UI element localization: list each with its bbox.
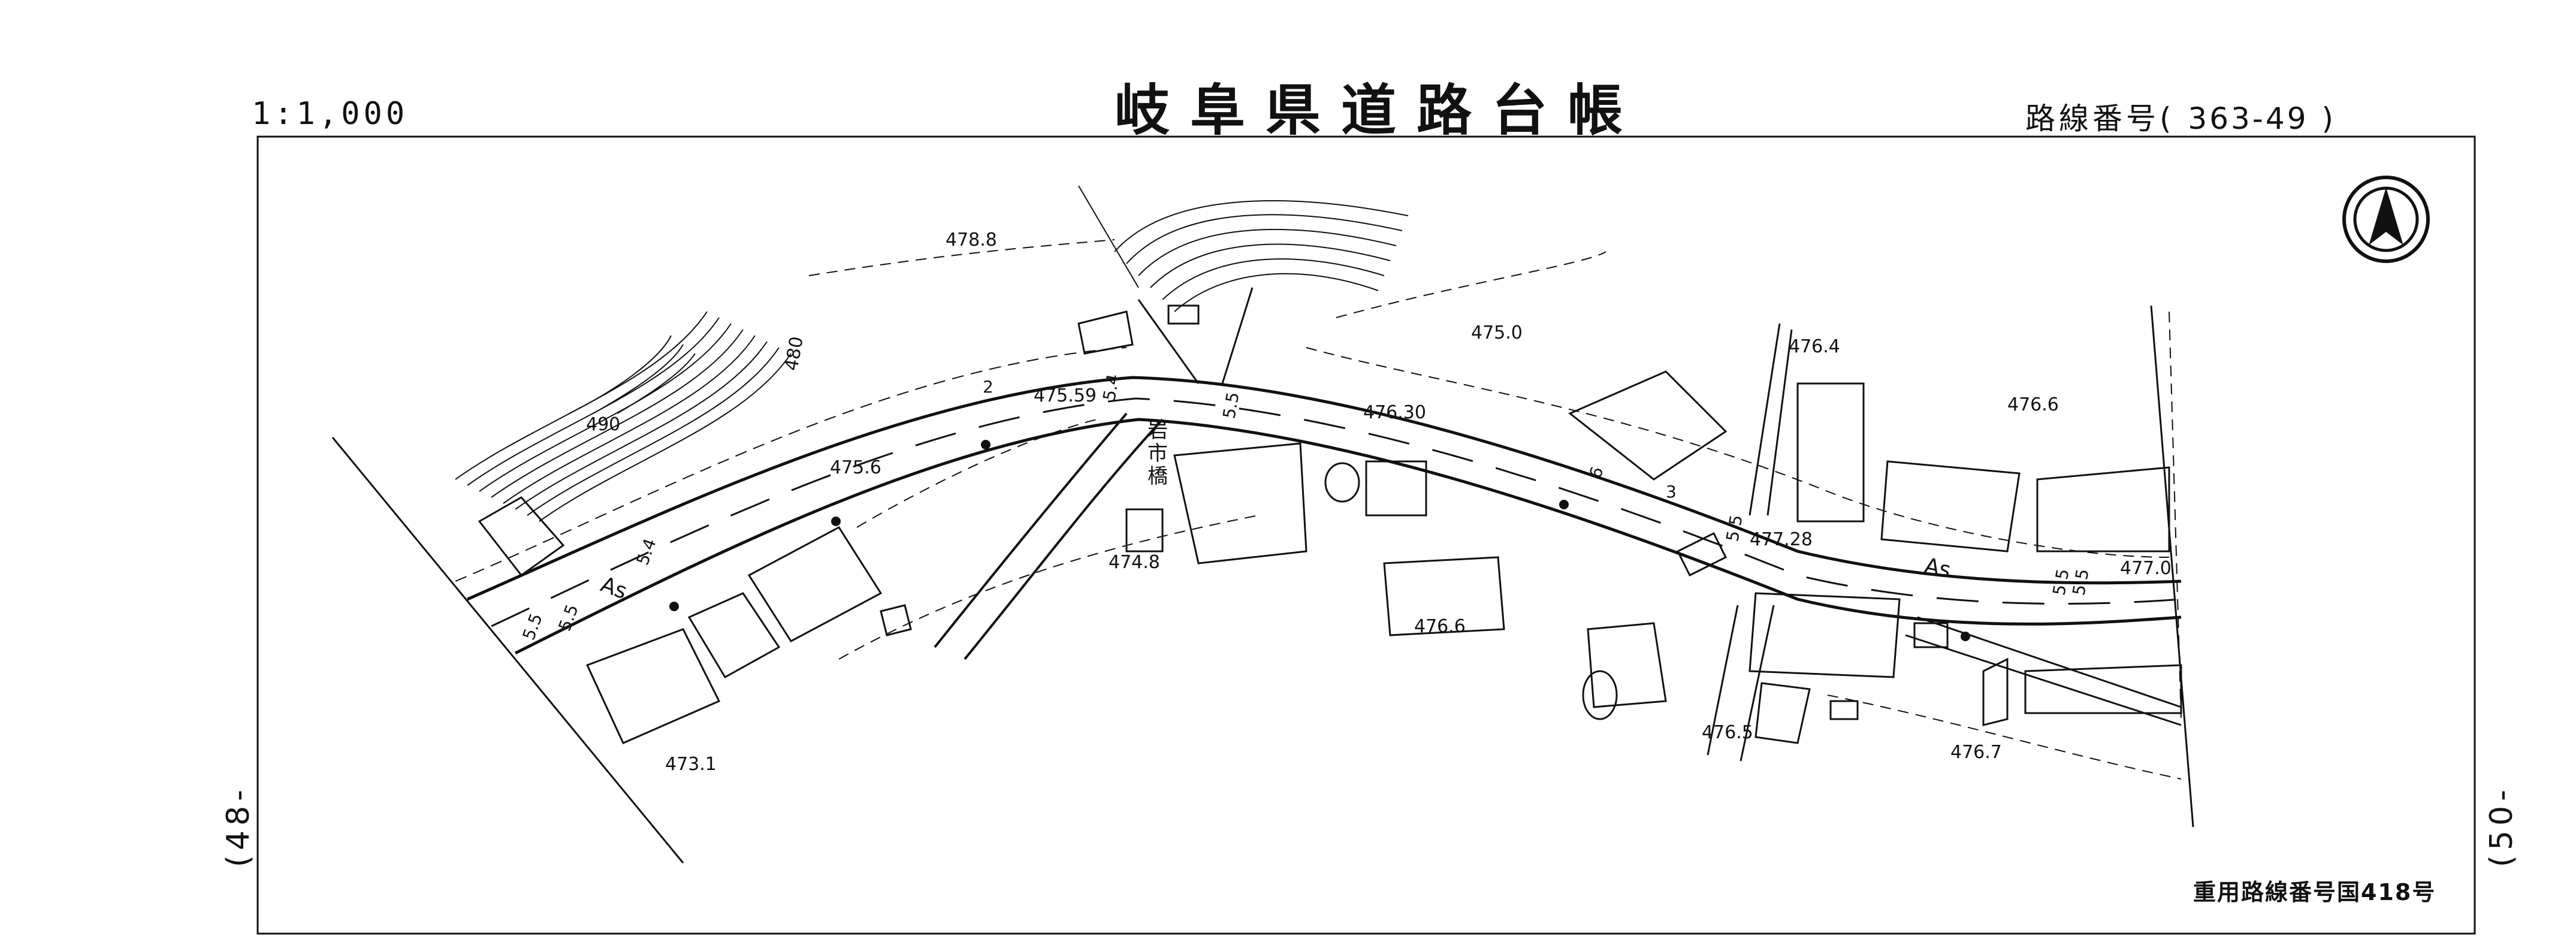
road-width: 5.5 [1219, 391, 1243, 421]
contour-lines [455, 311, 792, 522]
route-suffix: ) [2321, 101, 2337, 136]
elevation-label: 477.0 [2120, 558, 2172, 579]
road-width: 3 [1666, 482, 1677, 502]
elevation-label: 476.4 [1789, 336, 1840, 357]
main-road [455, 347, 2182, 655]
road-width: 5.4 [1099, 373, 1123, 403]
road-width: 5.5 [1722, 514, 1746, 544]
north-arrow-icon [2342, 176, 2430, 263]
contour-label: 480 [781, 335, 807, 372]
property-lines [808, 239, 2182, 780]
elevation-label: 475.0 [1471, 322, 1523, 343]
bridge-name-char: 市 [1147, 442, 1168, 466]
well-symbols [1324, 462, 1618, 720]
page-title: 岐阜県道路台帳 [1115, 78, 1644, 143]
route-number: 路線番号( 363-49 ) [2025, 95, 2337, 138]
elevation-label: 476.6 [1414, 616, 1466, 637]
map-labels: 478.8 475.0 476.4 476.6 475.59 476.30 47… [519, 230, 2172, 775]
elevation-label: 476.30 [1363, 402, 1426, 423]
road-width: 6 [1586, 464, 1608, 481]
elevation-label: 477.28 [1750, 529, 1813, 550]
elevation-label: 476.6 [2007, 394, 2059, 415]
branch-road [934, 287, 1254, 660]
bridge-name-char: 橋 [1147, 464, 1168, 488]
elevation-label: 475.6 [830, 457, 881, 478]
map-frame [256, 135, 2476, 935]
map-scale: 1:1,000 [252, 96, 409, 132]
road-width: 2 [983, 377, 993, 397]
buildings [478, 304, 2182, 744]
elevation-label: 475.59 [1034, 385, 1097, 406]
road-width: 5.4 [633, 536, 660, 567]
elevation-label: 476.7 [1950, 742, 2002, 763]
elevation-label: 473.1 [665, 754, 717, 775]
road-width: 5.5 [519, 611, 546, 642]
bridge-name-char: 岩 [1147, 419, 1168, 443]
boundary-line [331, 437, 684, 864]
route-prefix: 路線番号( [2025, 101, 2175, 136]
survey-points [669, 440, 1970, 641]
elevation-label: 478.8 [946, 230, 997, 250]
elevation-label: 474.8 [1109, 552, 1160, 573]
road-width: 5.5 [2049, 567, 2073, 597]
contour-label: 490 [586, 414, 620, 435]
contour-lines [1078, 185, 1409, 312]
elevation-label: 476.5 [1702, 722, 1753, 743]
road-width: 5.5 [2068, 567, 2092, 597]
pavement-label: As [1922, 554, 1953, 583]
boundary-line [2150, 305, 2194, 828]
road-width: 5.5 [555, 602, 582, 633]
route-number-value: 363-49 [2188, 101, 2309, 136]
heavy-vehicle-route: 重用路線番号国418号 [2193, 879, 2436, 905]
